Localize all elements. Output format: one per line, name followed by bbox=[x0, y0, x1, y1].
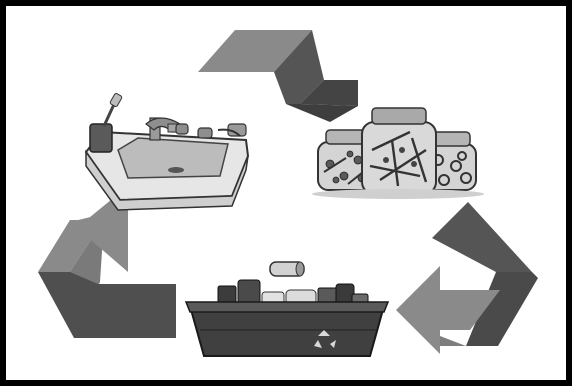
diagram-canvas bbox=[0, 0, 572, 386]
recycling-cycle-diagram bbox=[0, 0, 572, 386]
